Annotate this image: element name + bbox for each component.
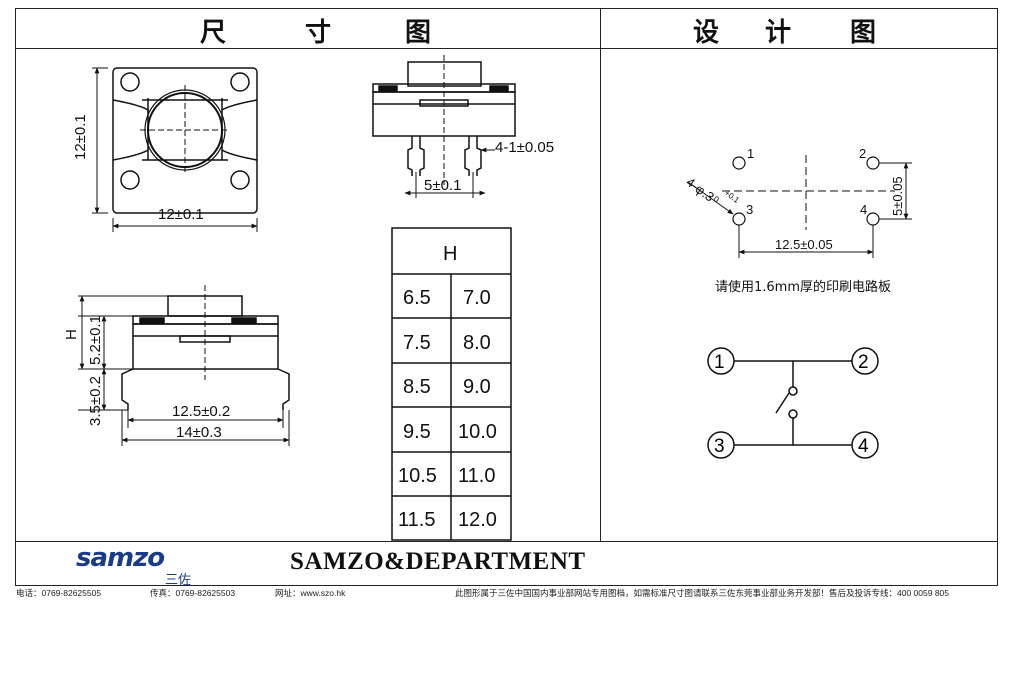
pin-pitch-dim: 5±0.1 xyxy=(424,177,461,194)
table-cell: 11.5 xyxy=(398,509,435,531)
switch-body-top xyxy=(112,67,258,214)
height-table xyxy=(391,227,512,541)
terminal-label-4: 4 xyxy=(858,436,869,457)
pad-label-3: 3 xyxy=(746,202,753,217)
pad-hole-4 xyxy=(866,212,880,226)
terminal-1 xyxy=(707,347,735,375)
top-view xyxy=(92,67,258,232)
pad-label-2: 2 xyxy=(859,146,866,161)
footer-divider xyxy=(15,541,998,542)
samzo-logo: samzo xyxy=(76,543,165,573)
table-cell: 7.5 xyxy=(403,332,431,354)
front-pin-dim: 3.5±0.2 xyxy=(87,376,104,426)
pad-hole-1 xyxy=(732,156,746,170)
table-cell: 6.5 xyxy=(403,287,431,309)
pitch-y-dim: 5±0.05 xyxy=(890,176,905,216)
samzo-logo-cn: 三佐 xyxy=(165,573,192,588)
table-cell: 7.0 xyxy=(463,287,491,309)
hole-tolerance-bottom: 0 xyxy=(712,194,721,204)
front-body-dim: 5.2±0.1 xyxy=(87,315,104,365)
section-divider xyxy=(600,8,601,542)
terminal-2 xyxy=(851,347,879,375)
table-cell: 9.5 xyxy=(403,421,431,443)
switch-schematic xyxy=(707,347,879,459)
pcb-thickness-note: 请使用1.6mm厚的印刷电路板 xyxy=(715,280,892,295)
drawing-frame xyxy=(15,8,998,586)
pitch-x-dim: 12.5±0.05 xyxy=(775,237,833,252)
corner-hole-tl xyxy=(120,72,140,92)
top-height-dim: 12±0.1 xyxy=(72,114,89,160)
height-table-header: H xyxy=(443,243,457,265)
corner-hole-bl xyxy=(120,170,140,190)
pin-gap-dim: 4-1±0.05 xyxy=(495,139,554,156)
corner-hole-br xyxy=(230,170,250,190)
front-inner-span-dim: 12.5±0.2 xyxy=(172,403,230,420)
title-divider xyxy=(15,48,998,49)
terminal-4 xyxy=(851,431,879,459)
pad-hole-2 xyxy=(866,156,880,170)
height-table-cells: 6.5 7.0 7.5 8.0 8.5 9.0 9.5 10.0 10.5 11… xyxy=(398,287,497,531)
pad-label-1: 1 xyxy=(747,146,754,161)
footer-notice: 此图形属于三佐中国国内事业部网站专用图档，如需标准尺寸图请联系三佐东莞事业部业务… xyxy=(455,588,950,598)
terminal-label-1: 1 xyxy=(714,352,725,373)
pad-hole-3 xyxy=(732,212,746,226)
pad-label-4: 4 xyxy=(860,202,867,217)
design-drawing-title: 设 计 图 xyxy=(693,18,879,48)
terminal-3 xyxy=(707,431,735,459)
table-cell: 11.0 xyxy=(458,465,495,487)
footer-phone: 电话：0769-82625505 xyxy=(16,588,102,598)
table-cell: 12.0 xyxy=(458,509,497,531)
table-cell: 8.5 xyxy=(403,376,431,398)
footer-website: 网址：www.szo.hk xyxy=(275,588,346,598)
contact-bottom xyxy=(788,409,798,419)
dimension-drawing-title: 尺 寸 图 xyxy=(200,18,434,48)
pcb-hole-pattern xyxy=(687,155,912,258)
contact-top xyxy=(788,386,798,396)
terminal-label-3: 3 xyxy=(714,436,725,457)
front-outer-span-dim: 14±0.3 xyxy=(176,424,222,441)
table-cell: 9.0 xyxy=(463,376,491,398)
table-cell: 10.0 xyxy=(458,421,497,443)
top-width-dim: 12±0.1 xyxy=(158,206,204,223)
table-cell: 8.0 xyxy=(463,332,491,354)
brand-name: SAMZO&DEPARTMENT xyxy=(290,548,586,575)
table-cell: 10.5 xyxy=(398,465,437,487)
front-h-dim: H xyxy=(63,329,80,340)
terminal-label-2: 2 xyxy=(858,352,869,373)
corner-hole-tr xyxy=(230,72,250,92)
switch-lever xyxy=(775,392,790,414)
front-view xyxy=(78,285,290,446)
side-view xyxy=(372,55,516,198)
footer-fax: 传真：0769-82625503 xyxy=(150,588,236,598)
